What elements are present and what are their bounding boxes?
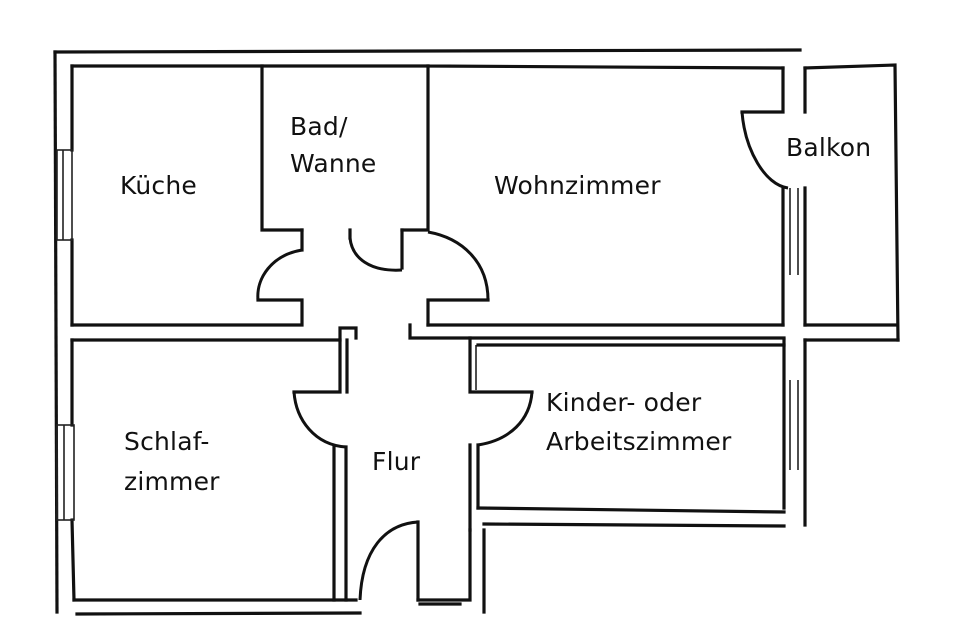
label-schlafzimmer-line1: Schlaf- (124, 427, 210, 456)
window-schlafzimmer (56, 424, 75, 521)
room-labels: Küche Bad/ Wanne Wohnzimmer Balkon Schla… (120, 112, 871, 496)
balkon-walls (782, 63, 900, 527)
label-wohnzimmer: Wohnzimmer (494, 171, 661, 200)
door-flur-entrance (358, 520, 420, 602)
outer-walls (53, 48, 802, 616)
label-flur: Flur (372, 447, 421, 476)
kinderzimmer-walls (468, 336, 786, 532)
door-wohnzimmer (427, 230, 490, 301)
label-bad-line1: Bad/ (290, 112, 348, 141)
bathroom-walls (260, 64, 430, 240)
door-kueche (256, 248, 303, 301)
label-kinderzimmer-line1: Kinder- oder (546, 388, 702, 417)
wohnzimmer-right-wall (740, 66, 807, 327)
label-bad-line2: Wanne (290, 149, 377, 178)
label-schlafzimmer-line2: zimmer (124, 467, 220, 496)
label-kueche: Küche (120, 171, 197, 200)
door-bad (348, 237, 403, 272)
label-kinderzimmer-line2: Arbeitszimmer (546, 427, 732, 456)
schlafzimmer-walls (292, 338, 349, 602)
middle-walls (70, 228, 786, 342)
label-balkon: Balkon (786, 133, 871, 162)
window-kueche (56, 149, 73, 241)
